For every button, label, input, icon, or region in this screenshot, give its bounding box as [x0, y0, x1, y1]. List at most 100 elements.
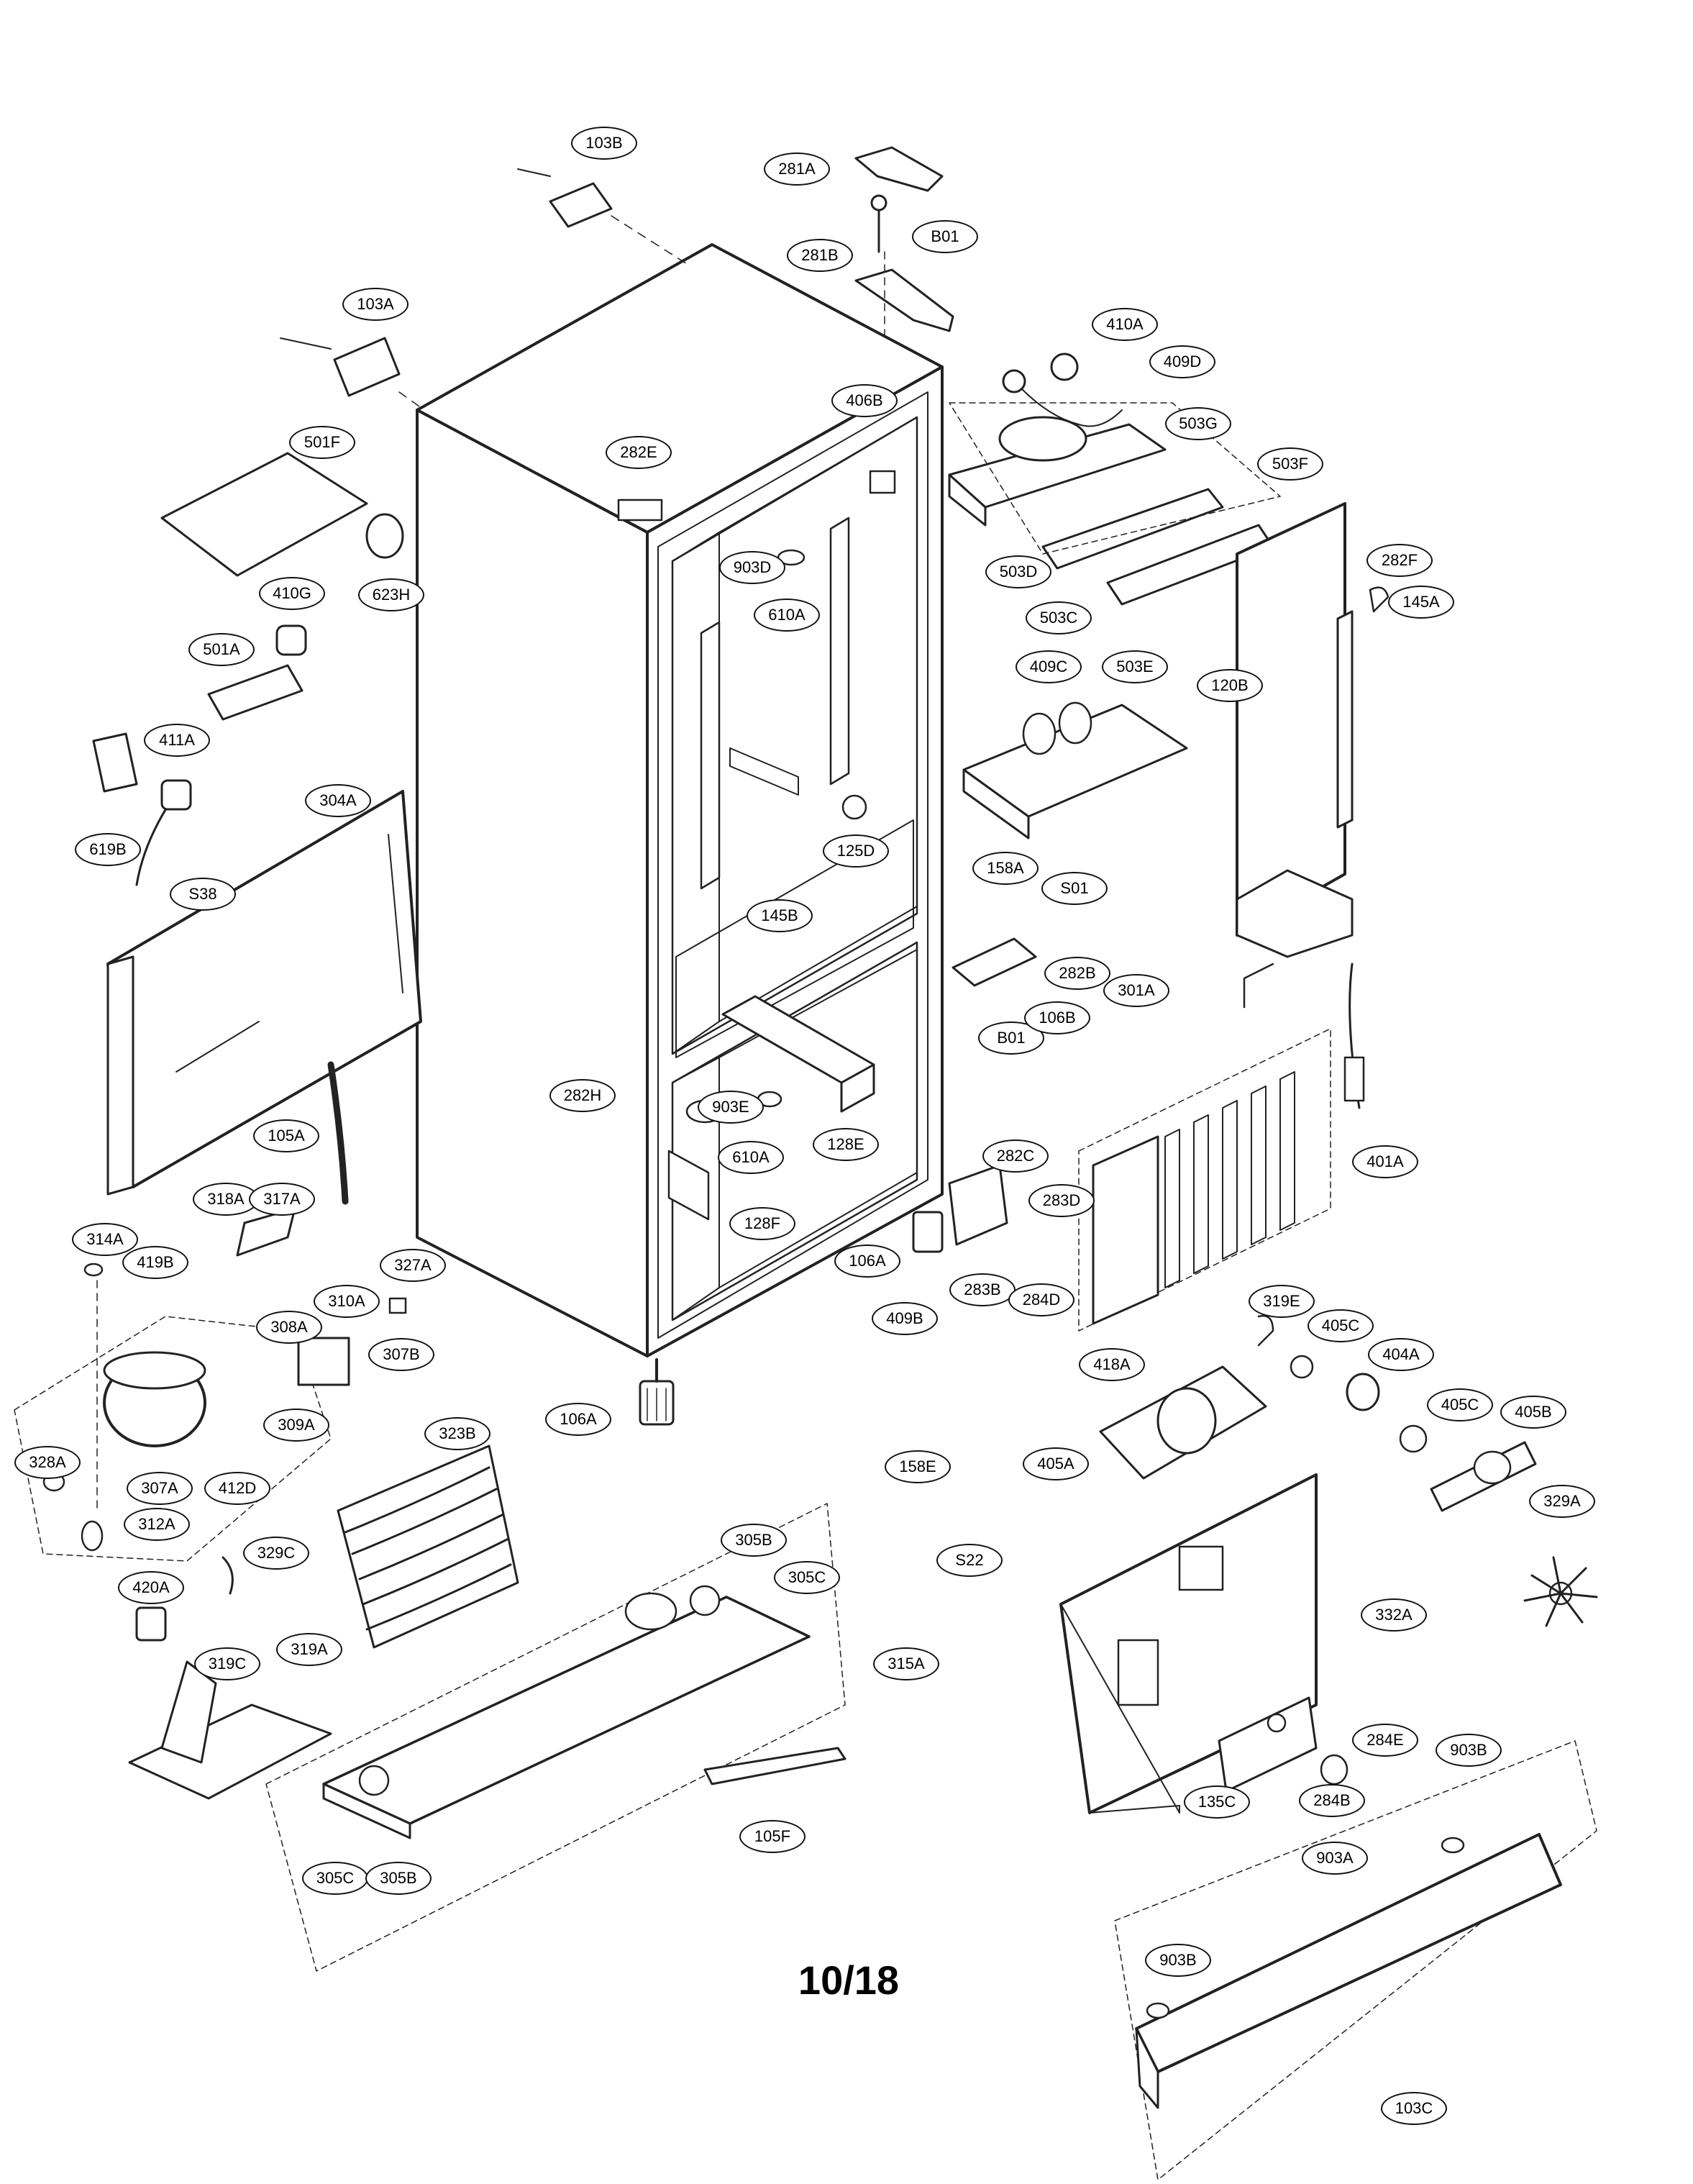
callout-282E: 282E: [606, 436, 672, 469]
callout-301A: 301A: [1103, 974, 1169, 1007]
upper-left-cover-parts: [92, 452, 404, 886]
callout-282F: 282F: [1366, 544, 1433, 577]
control-box-assembly: [948, 352, 1281, 606]
lower-left-parts: [128, 1556, 332, 1800]
callout-281B: 281B: [787, 239, 853, 272]
callout-411A: 411A: [144, 724, 210, 757]
callout-158A: 158A: [972, 852, 1039, 885]
callout-503C: 503C: [1026, 601, 1092, 634]
callout-619B: 619B: [75, 833, 141, 866]
callout-125D: 125D: [823, 834, 889, 868]
callout-S38: S38: [170, 878, 236, 911]
callout-284B: 284B: [1299, 1784, 1365, 1817]
callout-401A: 401A: [1352, 1145, 1418, 1178]
top-left-brackets: [280, 168, 691, 411]
drain-hose: [327, 1061, 349, 1205]
callout-903E: 903E: [698, 1091, 764, 1124]
callout-404A: 404A: [1368, 1338, 1434, 1371]
machine-room-cover: [106, 790, 422, 1196]
callout-128F: 128F: [729, 1207, 795, 1240]
callout-329A: 329A: [1529, 1485, 1595, 1518]
callout-410G: 410G: [259, 577, 325, 610]
callout-282B: 282B: [1044, 957, 1110, 990]
callout-305B: 305B: [365, 1862, 432, 1895]
callout-623H: 623H: [358, 578, 424, 611]
callout-308A: 308A: [256, 1311, 322, 1344]
callout-309A: 309A: [263, 1409, 329, 1442]
top-hinge-assembly: [854, 146, 954, 339]
callout-317A: 317A: [249, 1183, 315, 1216]
callout-418A: 418A: [1079, 1348, 1145, 1381]
callout-283B: 283B: [949, 1273, 1016, 1306]
callout-305B: 305B: [721, 1524, 787, 1557]
callout-501F: 501F: [289, 426, 355, 459]
door-trim-assembly: [1114, 1740, 1597, 2180]
fan-motor-assembly: [1099, 1314, 1598, 1627]
hinge-282B-and-evaporator: [952, 937, 1365, 1332]
callout-315A: 315A: [873, 1647, 939, 1680]
callout-405B: 405B: [1500, 1396, 1566, 1429]
base-plate-assembly: [265, 1503, 846, 1972]
condenser-coil: [337, 1444, 519, 1649]
callout-120B: 120B: [1197, 669, 1263, 702]
callout-903D: 903D: [719, 551, 785, 584]
callout-145B: 145B: [747, 899, 813, 932]
callout-145A: 145A: [1388, 586, 1454, 619]
callout-S22: S22: [936, 1544, 1003, 1577]
callout-503F: 503F: [1257, 447, 1323, 481]
callout-305C: 305C: [774, 1561, 840, 1594]
callout-106B: 106B: [1024, 1001, 1090, 1034]
callout-S01: S01: [1041, 872, 1108, 905]
callout-284D: 284D: [1008, 1283, 1074, 1316]
callout-406B: 406B: [831, 384, 898, 417]
callout-610A: 610A: [754, 599, 820, 632]
callout-610A: 610A: [718, 1141, 784, 1174]
callout-419B: 419B: [122, 1246, 188, 1279]
callout-283D: 283D: [1028, 1184, 1095, 1217]
callout-903B: 903B: [1145, 1944, 1211, 1977]
callout-314A: 314A: [72, 1223, 138, 1256]
callout-409B: 409B: [872, 1302, 938, 1335]
callout-103B: 103B: [571, 127, 637, 160]
callout-318A: 318A: [193, 1183, 259, 1216]
callout-410A: 410A: [1092, 308, 1158, 341]
callout-420A: 420A: [118, 1571, 184, 1604]
page-number: 10/18: [798, 1957, 900, 2003]
callout-405C: 405C: [1308, 1309, 1374, 1342]
callout-103C: 103C: [1381, 2092, 1447, 2125]
callout-409C: 409C: [1016, 650, 1082, 683]
compressor-assembly: [14, 1207, 407, 1562]
duct-cover-assembly: [1236, 502, 1389, 958]
callout-312A: 312A: [124, 1508, 190, 1541]
callout-158E: 158E: [885, 1450, 951, 1483]
callout-105F: 105F: [739, 1820, 806, 1853]
callout-319C: 319C: [194, 1647, 260, 1680]
hinge-282C-and-leg: [912, 1164, 1008, 1253]
callout-409D: 409D: [1149, 345, 1215, 378]
callout-903A: 903A: [1302, 1842, 1368, 1875]
callout-329C: 329C: [243, 1537, 309, 1570]
callout-135C: 135C: [1184, 1785, 1250, 1819]
callout-B01: B01: [912, 220, 978, 253]
callout-284E: 284E: [1352, 1724, 1418, 1757]
callout-282H: 282H: [549, 1079, 616, 1112]
callout-501A: 501A: [188, 633, 255, 666]
callout-307A: 307A: [127, 1472, 193, 1505]
callout-319E: 319E: [1249, 1285, 1315, 1318]
lamp-cover-assembly: [962, 701, 1188, 840]
callout-105A: 105A: [253, 1119, 319, 1152]
callout-503E: 503E: [1102, 650, 1168, 683]
callout-503G: 503G: [1165, 407, 1231, 440]
callout-327A: 327A: [380, 1249, 446, 1282]
callout-332A: 332A: [1361, 1598, 1427, 1632]
callout-412D: 412D: [204, 1472, 270, 1505]
callout-305C: 305C: [302, 1862, 368, 1895]
callout-328A: 328A: [14, 1446, 81, 1479]
callout-903B: 903B: [1436, 1734, 1502, 1767]
callout-307B: 307B: [368, 1338, 434, 1371]
callout-281A: 281A: [764, 153, 830, 186]
callout-405A: 405A: [1023, 1447, 1089, 1480]
callout-103A: 103A: [342, 288, 409, 321]
callout-319A: 319A: [276, 1633, 342, 1666]
